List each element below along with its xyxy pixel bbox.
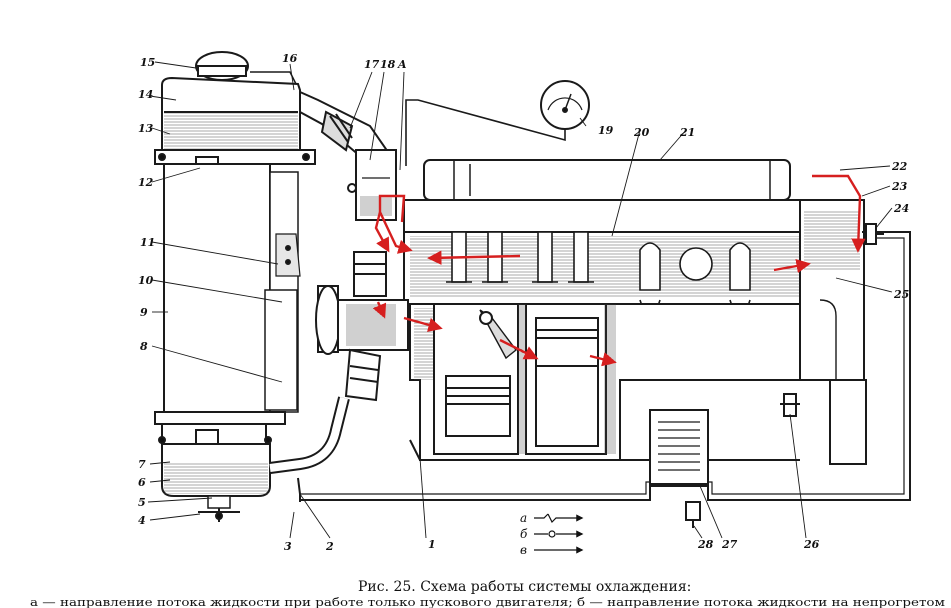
figure-caption-title: Рис. 25. Схема работы системы охлаждения…: [358, 579, 691, 595]
drain-line: [300, 231, 911, 501]
callout-9: 9: [140, 306, 148, 319]
callout-28: 28: [697, 538, 714, 551]
flow-arrows: [372, 174, 866, 367]
callout-23: 23: [891, 180, 908, 193]
drain-valve: [780, 393, 800, 417]
figure-caption-line: а — направление потока жидкости при рабо…: [30, 596, 946, 608]
starting-engine-pipe: [423, 159, 791, 201]
callout-1: 1: [428, 538, 436, 551]
heater: [649, 409, 709, 528]
piston-right: [535, 317, 599, 367]
callout-7: 7: [138, 458, 146, 471]
callout-leaders: [147, 61, 893, 539]
water-pump: [315, 251, 409, 402]
callout-18: 18: [380, 58, 396, 71]
piston-left: [445, 375, 511, 437]
callout-2: 2: [325, 540, 334, 553]
callout-8: 8: [140, 340, 148, 353]
legend-a-label: а: [520, 511, 527, 525]
legend-b-label: б: [520, 527, 528, 541]
callout-27: 27: [721, 538, 738, 551]
temperature-sensor: [865, 223, 884, 245]
callout-6: 6: [138, 476, 146, 489]
callout-20: 20: [633, 126, 650, 139]
callout-26: 26: [803, 538, 820, 551]
callout-5: 5: [138, 496, 146, 509]
callout-4: 4: [138, 514, 146, 527]
callout-16: 16: [282, 52, 298, 65]
upper-hose: [299, 90, 397, 221]
callout-15: 15: [140, 56, 155, 69]
callout-A: A: [397, 58, 407, 71]
flow-legend: а б в: [520, 511, 582, 557]
radiator: [154, 51, 316, 522]
legend-v-label: в: [520, 543, 527, 557]
legend-a-arrow: [534, 514, 582, 522]
callout-21: 21: [679, 126, 695, 139]
callout-13: 13: [138, 122, 154, 135]
callout-17: 17: [364, 58, 380, 71]
callout-12: 12: [138, 176, 154, 189]
callout-3: 3: [284, 540, 292, 553]
radiator-core: [163, 163, 271, 413]
callout-22: 22: [891, 160, 908, 173]
callout-labels: 15 14 13 12 11 10 9 8 7 6 5 4 16 17 18 A…: [138, 52, 909, 553]
callout-14: 14: [138, 88, 153, 101]
callout-24: 24: [893, 202, 909, 215]
callout-25: 25: [893, 288, 909, 301]
temperature-gauge: [405, 80, 590, 166]
callout-19: 19: [598, 124, 614, 137]
callout-11: 11: [140, 236, 155, 249]
callout-10: 10: [138, 274, 154, 287]
engine-block: [403, 159, 867, 465]
